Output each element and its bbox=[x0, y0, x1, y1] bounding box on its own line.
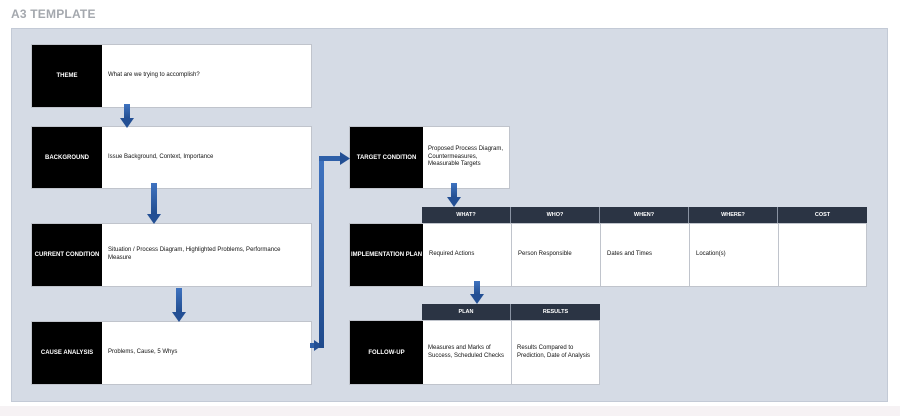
header-where: WHERE? bbox=[689, 207, 778, 223]
implementation-cell: Required Actions bbox=[423, 224, 512, 286]
header-who: WHO? bbox=[511, 207, 600, 223]
arrow-implementation-to-followup bbox=[470, 281, 484, 304]
followup-table-header: PLAN RESULTS bbox=[422, 304, 600, 320]
current-condition-box: CURRENT CONDITION Situation / Process Di… bbox=[31, 223, 312, 287]
implementation-cell: Dates and Times bbox=[601, 224, 690, 286]
follow-up-box: FOLLOW-UP Measures and Marks of Success,… bbox=[349, 320, 600, 385]
header-when: WHEN? bbox=[600, 207, 689, 223]
implementation-table-header: WHAT? WHO? WHEN? WHERE? COST bbox=[422, 207, 867, 223]
follow-up-label: FOLLOW-UP bbox=[350, 321, 423, 384]
header-results: RESULTS bbox=[511, 304, 600, 320]
bottom-strip bbox=[0, 406, 900, 416]
implementation-plan-box: IMPLEMENTATION PLAN Required Actions Per… bbox=[349, 223, 867, 287]
theme-box: THEME What are we trying to accomplish? bbox=[31, 44, 312, 108]
current-condition-text: Situation / Process Diagram, Highlighted… bbox=[108, 247, 281, 261]
target-condition-text: Proposed Process Diagram, Countermeasure… bbox=[428, 145, 504, 168]
arrow-current-to-cause bbox=[172, 288, 186, 322]
page-title: A3 TEMPLATE bbox=[11, 7, 96, 21]
background-label: BACKGROUND bbox=[32, 127, 102, 188]
implementation-cell: Location(s) bbox=[690, 224, 779, 286]
arrow-theme-to-background bbox=[120, 104, 134, 128]
implementation-cell: Person Responsible bbox=[512, 224, 601, 286]
arrow-target-to-implementation bbox=[447, 183, 461, 207]
theme-text: What are we trying to accomplish? bbox=[108, 72, 200, 79]
target-condition-label: TARGET CONDITION bbox=[350, 127, 423, 188]
theme-label: THEME bbox=[32, 45, 102, 107]
background-box: BACKGROUND Issue Background, Context, Im… bbox=[31, 126, 312, 189]
header-plan: PLAN bbox=[422, 304, 511, 320]
header-cost: COST bbox=[778, 207, 867, 223]
cause-analysis-text: Problems, Cause, 5 Whys bbox=[108, 349, 178, 356]
current-condition-label: CURRENT CONDITION bbox=[32, 224, 102, 286]
followup-cell: Measures and Marks of Success, Scheduled… bbox=[423, 321, 512, 384]
cause-analysis-box: CAUSE ANALYSIS Problems, Cause, 5 Whys bbox=[31, 321, 312, 385]
background-text: Issue Background, Context, Importance bbox=[108, 153, 214, 160]
arrow-cause-to-target bbox=[310, 152, 350, 351]
followup-cell: Results Compared to Prediction, Date of … bbox=[517, 344, 591, 359]
target-condition-box: TARGET CONDITION Proposed Process Diagra… bbox=[349, 126, 510, 189]
implementation-plan-label: IMPLEMENTATION PLAN bbox=[350, 224, 423, 286]
header-what: WHAT? bbox=[422, 207, 511, 223]
arrow-background-to-current bbox=[147, 183, 161, 224]
cause-analysis-label: CAUSE ANALYSIS bbox=[32, 322, 102, 384]
